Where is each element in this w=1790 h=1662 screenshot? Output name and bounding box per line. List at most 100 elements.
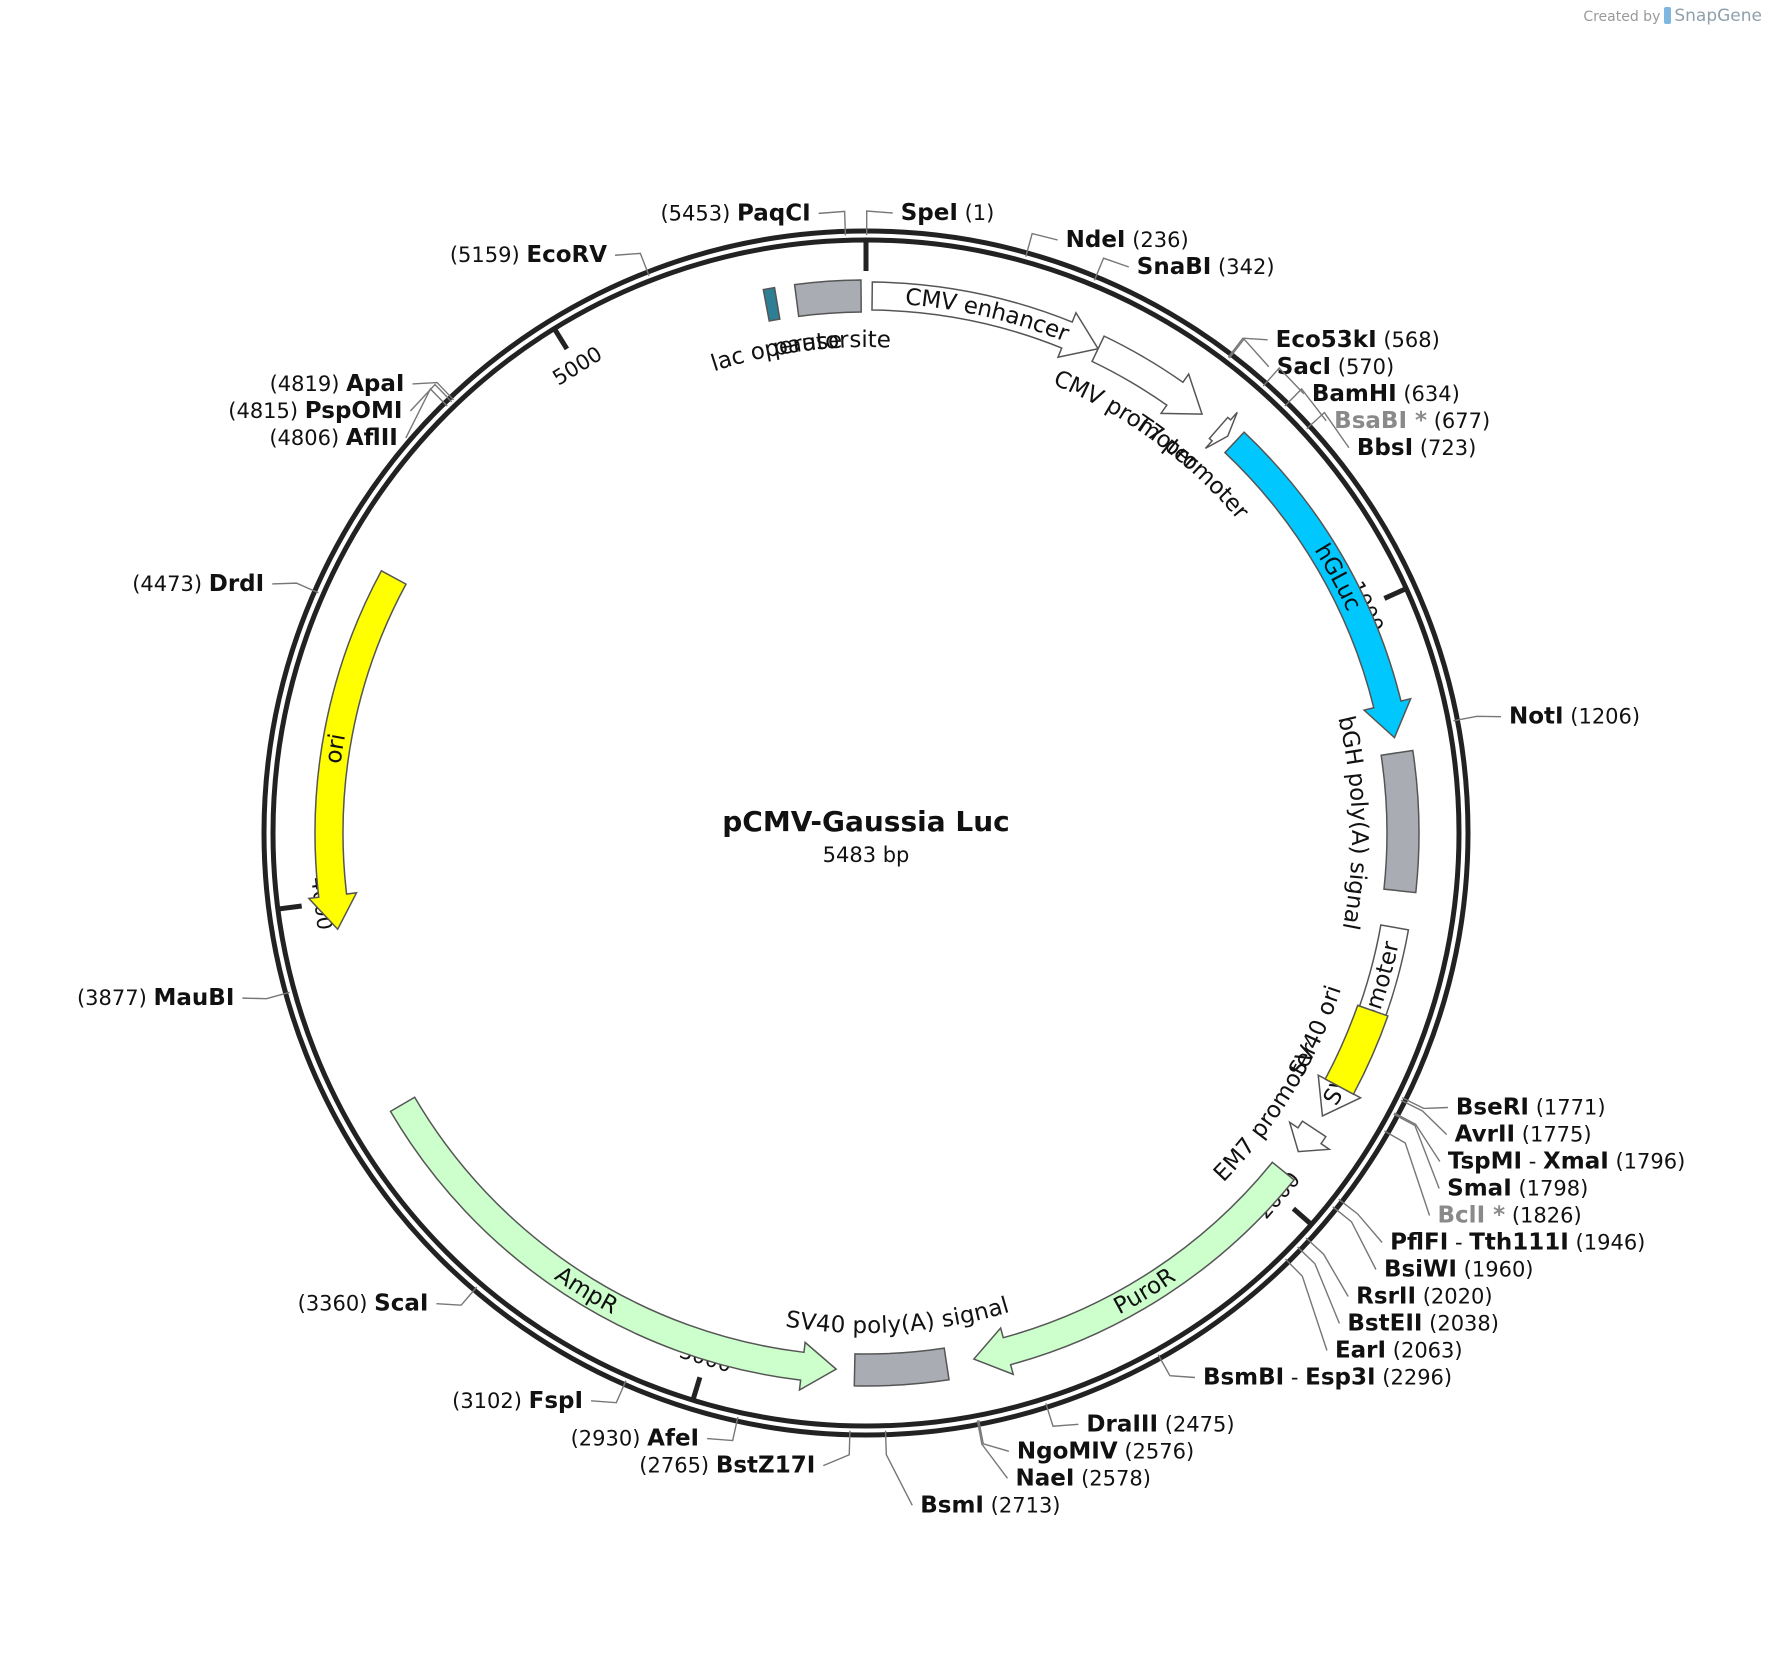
site-scai-position: (3360) bbox=[298, 1292, 368, 1316]
site-bamhi-name: BamHI bbox=[1312, 381, 1397, 407]
site-draiii-sep bbox=[1158, 1412, 1165, 1436]
site-bsabi-label: BsaBI * (677) bbox=[1334, 408, 1490, 434]
site-bseri-leader bbox=[1401, 1097, 1448, 1110]
site-bsmbi-esp3i-sep: - bbox=[1284, 1366, 1305, 1390]
site-drdi: (4473) DrdI bbox=[132, 571, 319, 597]
site-bsabi-name: BsaBI * bbox=[1334, 408, 1427, 434]
site-ecorv-position: (5159) bbox=[450, 243, 520, 267]
site-bsiwi-leader bbox=[1332, 1206, 1377, 1270]
feature-label-sv40-poly-a-signal: SV40 poly(A) signal bbox=[784, 1293, 1012, 1339]
plasmid-length: 5483 bp bbox=[823, 843, 910, 867]
site-fspi-label: (3102) FspI bbox=[452, 1388, 583, 1414]
site-smai-label: SmaI (1798) bbox=[1447, 1176, 1588, 1202]
site-afei-position: (2930) bbox=[571, 1427, 641, 1451]
site-pspomi-leader bbox=[409, 383, 453, 412]
site-noti-name: NotI bbox=[1509, 704, 1564, 730]
site-draiii: DraIII (2475) bbox=[1045, 1403, 1235, 1437]
site-tspmi-xmai-name: XmaI bbox=[1543, 1149, 1609, 1175]
site-afei-sep bbox=[640, 1427, 647, 1451]
site-noti-position: (1206) bbox=[1570, 705, 1640, 729]
site-naei-name: NaeI bbox=[1015, 1465, 1074, 1491]
site-ndei: NdeI (236) bbox=[1025, 227, 1189, 257]
site-bsabi-position: (677) bbox=[1434, 409, 1490, 433]
site-bsiwi: BsiWI (1960) bbox=[1332, 1206, 1534, 1283]
site-rsrii-name: RsrII bbox=[1356, 1284, 1416, 1310]
site-naei-position: (2578) bbox=[1081, 1466, 1151, 1490]
site-drdi-leader bbox=[272, 582, 319, 594]
feature-label-cmv-enhancer: CMV enhancer bbox=[904, 284, 1073, 347]
site-tspmi-xmai-leader bbox=[1394, 1112, 1441, 1162]
feature-lac-operator bbox=[762, 286, 781, 322]
site-paqci-position: (5453) bbox=[660, 201, 730, 225]
site-apai: (4819) ApaI bbox=[270, 371, 455, 401]
site-pspomi-sep bbox=[298, 399, 305, 423]
site-drdi-label: (4473) DrdI bbox=[132, 571, 264, 597]
site-paqci-leader bbox=[818, 210, 847, 236]
site-ndei-position: (236) bbox=[1132, 228, 1188, 252]
feature-cmv-enhancer bbox=[871, 281, 1100, 359]
site-avrii-sep bbox=[1515, 1123, 1522, 1147]
site-tspmi-xmai: TspMI - XmaI (1796) bbox=[1394, 1112, 1685, 1175]
tick-2000 bbox=[1291, 1206, 1314, 1228]
site-bcli-position: (1826) bbox=[1512, 1204, 1582, 1228]
site-apai-leader bbox=[412, 381, 455, 401]
site-pflfi-tth111i-name: Tth111I bbox=[1469, 1230, 1569, 1256]
center-title: pCMV-Gaussia Luc 5483 bp bbox=[722, 805, 1009, 867]
credit-brand: SnapGene bbox=[1674, 6, 1762, 26]
feature-label-text-hgluc: hGLuc bbox=[1309, 539, 1366, 615]
site-eari-leader bbox=[1285, 1258, 1328, 1351]
feature-label-hgluc: hGLuc bbox=[1309, 539, 1366, 615]
site-pflfi-tth111i-position: (1946) bbox=[1576, 1231, 1646, 1255]
site-ngomiv-label: NgoMIV (2576) bbox=[1017, 1438, 1194, 1464]
restriction-sites: SpeI (1)NdeI (236)SnaBI (342)Eco53kI (56… bbox=[77, 200, 1685, 1518]
site-maubi-sep bbox=[147, 986, 154, 1010]
site-bcli-name: BclI * bbox=[1438, 1203, 1506, 1229]
site-ndei-leader bbox=[1025, 232, 1058, 257]
site-bstz17i-name: BstZ17I bbox=[716, 1453, 815, 1479]
site-avrii-position: (1775) bbox=[1522, 1123, 1592, 1147]
site-naei-leader bbox=[976, 1420, 1009, 1479]
site-bsteii-position: (2038) bbox=[1429, 1312, 1499, 1336]
site-naei-label: NaeI (2578) bbox=[1015, 1465, 1150, 1491]
site-eco53ki-label: Eco53kI (568) bbox=[1276, 327, 1440, 353]
feature-label-bgh-poly-a-signal: bGH poly(A) signal bbox=[1332, 714, 1372, 932]
site-noti-leader bbox=[1453, 715, 1501, 722]
site-maubi-leader bbox=[242, 991, 290, 1000]
site-naei-sep bbox=[1074, 1466, 1081, 1490]
site-saci-sep bbox=[1331, 355, 1338, 379]
site-bamhi-label: BamHI (634) bbox=[1312, 381, 1460, 407]
feature-ampr bbox=[389, 1096, 838, 1392]
site-bseri-name: BseRI bbox=[1456, 1095, 1529, 1121]
site-eco53ki: Eco53kI (568) bbox=[1227, 327, 1440, 358]
feature-label-text-sv40-poly-a-signal: SV40 poly(A) signal bbox=[784, 1293, 1012, 1339]
site-aflii-name: AflII bbox=[346, 425, 398, 451]
site-bsmbi-esp3i-position: (2296) bbox=[1382, 1366, 1452, 1390]
site-bcli-leader bbox=[1384, 1130, 1431, 1216]
site-paqci: (5453) PaqCI bbox=[660, 200, 847, 236]
tick-5000 bbox=[551, 326, 570, 351]
site-bamhi-leader bbox=[1262, 367, 1305, 395]
site-drdi-name: DrdI bbox=[209, 571, 264, 597]
site-scai-name: ScaI bbox=[374, 1291, 428, 1317]
site-ngomiv: NgoMIV (2576) bbox=[978, 1420, 1194, 1464]
site-eco53ki-leader bbox=[1227, 337, 1268, 358]
site-bbsi: BbsI (723) bbox=[1306, 411, 1476, 461]
site-bsteii-sep bbox=[1422, 1312, 1429, 1336]
site-bsabi: BsaBI * (677) bbox=[1284, 387, 1490, 434]
site-pspomi: (4815) PspOMI bbox=[228, 383, 453, 424]
site-bsmi: BsmI (2713) bbox=[884, 1430, 1061, 1518]
site-bsabi-sep bbox=[1427, 409, 1434, 433]
site-bstz17i-position: (2765) bbox=[639, 1454, 709, 1478]
site-fspi: (3102) FspI bbox=[452, 1380, 627, 1414]
site-fspi-name: FspI bbox=[529, 1388, 583, 1414]
feature-t7-promoter bbox=[1204, 411, 1238, 450]
site-tspmi-xmai-sep: - bbox=[1522, 1150, 1543, 1174]
tick-4000 bbox=[276, 903, 303, 912]
site-apai-sep bbox=[339, 372, 346, 396]
site-scai-leader bbox=[436, 1286, 478, 1306]
site-pflfi-tth111i-leader bbox=[1338, 1198, 1383, 1243]
feature-label-text-cmv-enhancer: CMV enhancer bbox=[904, 284, 1073, 347]
site-bstz17i: (2765) BstZ17I bbox=[639, 1430, 851, 1479]
site-drdi-position: (4473) bbox=[132, 572, 202, 596]
